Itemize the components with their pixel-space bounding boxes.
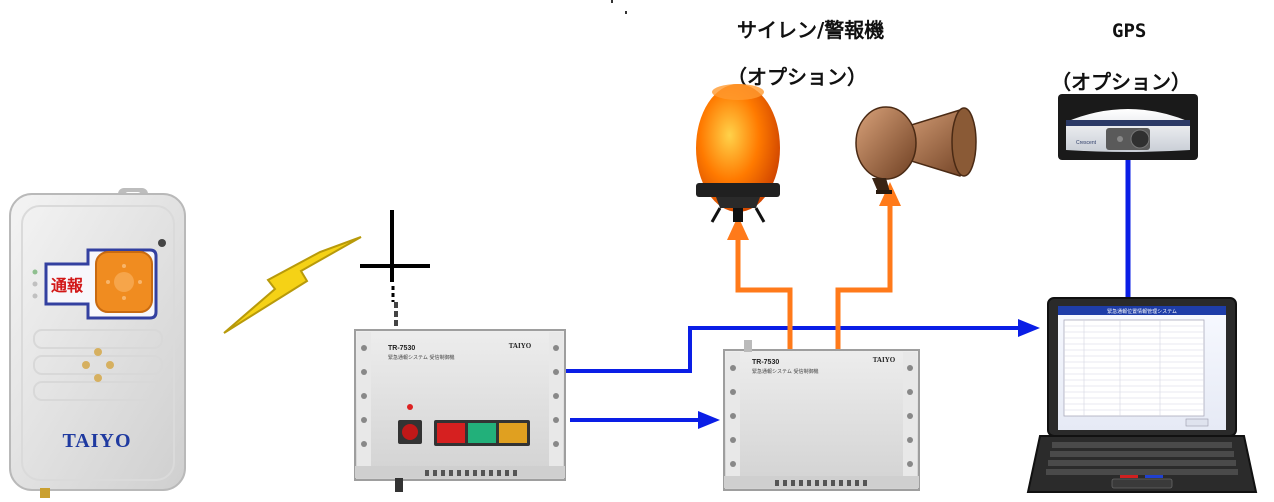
gps-title: GPS <box>1112 20 1147 42</box>
siren-title: サイレン/警報機 <box>737 18 885 42</box>
transmitter-button-text: 通報 <box>51 276 84 295</box>
gps-brand: Crescent <box>1076 140 1097 146</box>
controller-model: TR-7530 <box>752 359 779 366</box>
gps-receiver-icon: Crescent <box>1058 94 1198 160</box>
data-links <box>566 158 1131 429</box>
beacon-arrowhead <box>727 216 749 240</box>
antenna <box>360 210 430 330</box>
transmitter-brand: TAIYO <box>62 430 131 452</box>
controller-brand: TAIYO <box>873 356 896 364</box>
receiver-unit: TR-7530 緊急通報システム 受信制御機 TAIYO <box>354 329 566 492</box>
beacon-light-icon <box>696 84 780 223</box>
receiver-subtitle: 緊急通報システム 受信制御機 <box>388 354 454 361</box>
laptop-window-title: 緊急通報位置情報管理システム <box>1107 308 1177 315</box>
controller-to-beacon-line <box>735 240 793 352</box>
wireless-signal-icon <box>223 236 362 334</box>
laptop-arrowhead <box>1018 319 1040 337</box>
controller-arrowhead <box>698 411 720 429</box>
siren-horn-icon <box>855 106 977 194</box>
laptop-icon: 緊急通報位置情報管理システム <box>1026 297 1258 493</box>
receiver-model: TR-7530 <box>388 345 415 352</box>
controller-unit: TR-7530 緊急通報システム 受信制御機 TAIYO <box>723 340 920 491</box>
controller-subtitle: 緊急通報システム 受信制御機 <box>752 368 818 375</box>
receiver-brand: TAIYO <box>509 342 532 350</box>
gps-option: （オプション） <box>1051 70 1191 94</box>
transmitter-device: 通報 TAIYO <box>9 188 186 498</box>
controller-to-horn-line <box>835 206 893 352</box>
receiver-to-laptop-line <box>566 326 1020 373</box>
